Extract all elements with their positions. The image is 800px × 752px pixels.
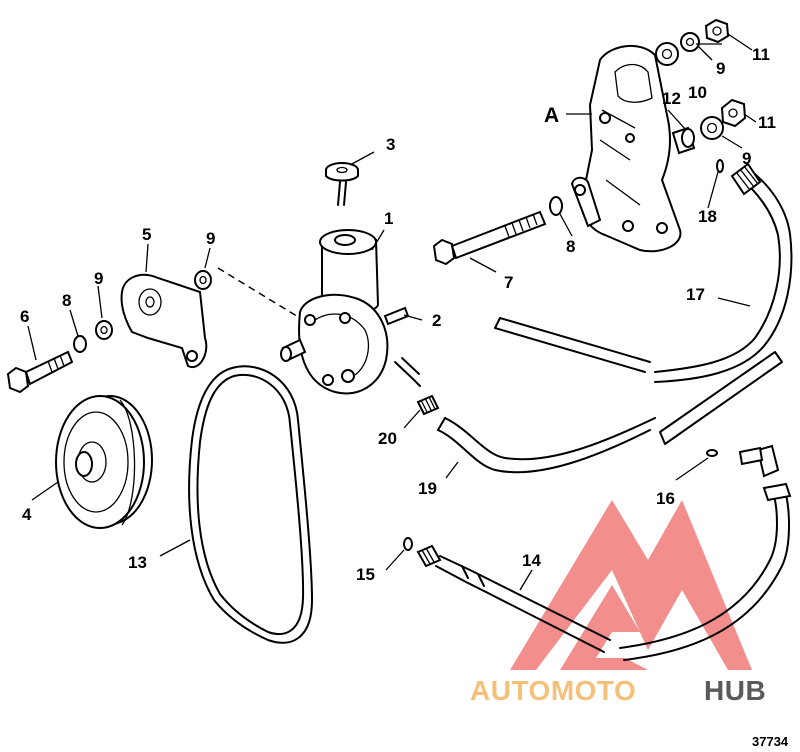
callout-8-left: 8 [62,291,71,310]
callout-3: 3 [386,135,395,154]
nut-11-mid [720,98,747,128]
hose-17 [494,162,793,383]
callout-9-upper: 9 [206,229,215,248]
leader-lines [27,33,757,591]
callout-4: 4 [22,505,32,524]
callout-7: 7 [504,273,513,292]
pulley-4 [55,395,153,529]
watermark-text-hub: HUB [704,675,766,706]
callout-5: 5 [142,225,151,244]
o-ring-18 [716,159,724,173]
nut-11-top [704,18,730,44]
callout-15: 15 [356,565,375,584]
o-ring-15 [403,537,413,551]
fitting-20 [416,394,440,416]
mounting-bracket-a [570,44,682,253]
callout-10: 10 [688,83,707,102]
callout-11-mid: 11 [758,113,776,132]
callout-20: 20 [378,429,397,448]
washer-8-bracket [549,196,563,216]
washer-8-left [73,335,87,353]
callout-11-top: 11 [752,45,770,64]
view-label-a: A [544,104,559,127]
callout-16: 16 [656,489,675,508]
callout-1: 1 [384,209,393,228]
callout-9-top: 9 [716,59,725,78]
watermark-text-automoto: AUTOMOTO [470,675,636,706]
washer-10 [655,42,679,66]
bolt-6 [6,350,74,394]
washer-9-left [194,270,212,290]
hose-14 [416,544,611,653]
callout-2: 2 [432,311,441,330]
bolt-7 [432,210,547,266]
callout-8-bracket: 8 [566,237,575,256]
washer-9-mid [700,116,724,140]
callout-9-left: 9 [94,269,103,288]
pump-bracket-5 [120,273,208,369]
spacer-12 [671,126,696,155]
callout-9-mid: 9 [742,149,751,168]
reservoir-cap [325,162,359,206]
watermark-text: AUTOMOTO HUB [470,675,766,706]
callout-19: 19 [418,479,437,498]
o-ring-16 [706,449,718,457]
hose-16-assembly [619,444,792,661]
power-steering-pump [280,229,421,395]
figure-number: 37734 [752,734,789,749]
washer-9-small [95,320,113,340]
callout-6: 6 [20,307,29,326]
callout-14: 14 [522,551,541,570]
washer-9-top [680,32,700,52]
callout-13: 13 [128,553,147,572]
watermark-logo [510,500,752,670]
callout-18: 18 [698,207,717,226]
hose-19 [437,351,783,474]
callouts: 1 2 3 4 5 6 7 8 8 9 9 9 9 10 11 11 12 13… [20,45,776,584]
drive-belt-13 [188,365,313,644]
callout-17: 17 [686,285,705,304]
callout-12: 12 [662,89,681,108]
